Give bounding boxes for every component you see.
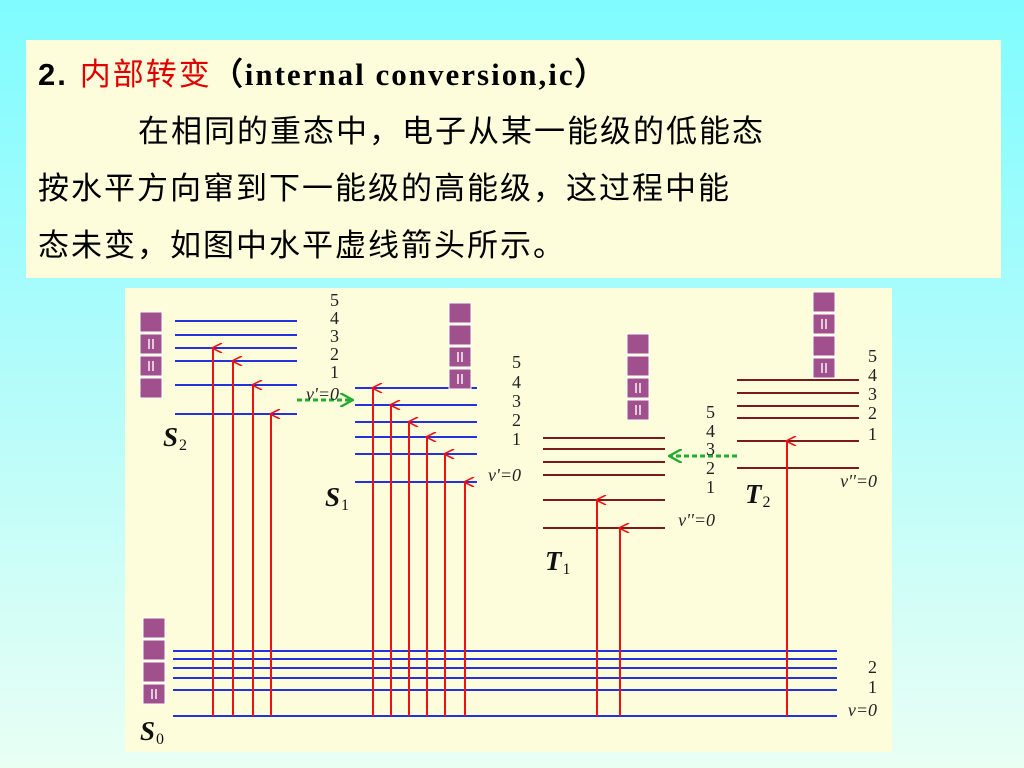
s0-level-label: 2 [868,657,877,677]
spin-box [142,661,166,683]
spin-box [626,377,650,399]
spin-box [139,355,163,377]
spin-box [626,399,650,421]
s0-state-label: S0 [140,716,164,748]
t2-level-label: 2 [868,403,877,423]
spin-box [626,355,650,377]
t1-level-label: 1 [706,477,715,497]
t2-level-label: 1 [868,424,877,444]
s1-state-label: S1 [325,482,349,514]
spin-box [448,324,472,346]
t1-state-label: T1 [545,546,571,578]
t1-level-label: 4 [706,421,715,441]
s2-level-label: 5 [330,290,339,310]
spin-box [142,683,166,705]
s2-state-label: S2 [163,422,187,454]
heading-number: 2. [38,57,68,92]
heading: 2. 内部转变（internal conversion,ic） [38,46,1001,104]
spin-box [139,333,163,355]
s1-level-label: 4 [512,372,521,392]
spin-box [142,639,166,661]
paragraph-line-3: 态未变，如图中水平虚线箭头所示。 [38,228,566,264]
text-panel: 2. 内部转变（internal conversion,ic） 在相同的重态中，… [26,40,1001,278]
spin-box [139,377,163,399]
spin-box [142,617,166,639]
heading-english: （internal conversion,ic） [211,57,608,92]
s1-level-label: 2 [512,410,521,430]
s2-level-label: 1 [330,362,339,382]
heading-term: 内部转变 [79,57,212,93]
spin-box [626,333,650,355]
spin-box [448,368,472,390]
spin-box [448,302,472,324]
paragraph-line-2: 按水平方向窜到下一能级的高能级，这过程中能 [38,171,731,207]
s1-level-label: 3 [512,391,521,411]
spin-box [139,311,163,333]
t1-level-label: 3 [706,439,715,459]
t1-level-label: 2 [706,458,715,478]
spin-box [812,313,836,335]
t2-level-label: v''=0 [840,471,877,491]
t1-level-label: v''=0 [678,510,715,530]
t2-state-label: T2 [745,479,771,511]
t2-level-label: 5 [868,346,877,366]
diagram-canvas: 54321v'=0S254321v'=0S154321v''=0T154321v… [139,290,877,748]
s0-level-label: 1 [868,677,877,697]
spin-box [812,357,836,379]
s2-level-label: 2 [330,344,339,364]
s2-level-label: 4 [330,308,339,328]
s1-level-label: 5 [512,352,521,372]
spin-box [448,346,472,368]
t1-level-label: 5 [706,402,715,422]
t2-level-label: 4 [868,365,877,385]
s0-level-label: v=0 [848,700,877,720]
paragraph-line-1: 在相同的重态中，电子从某一能级的低能态 [138,114,765,150]
spin-box [812,335,836,357]
s2-level-label: v'=0 [306,384,339,404]
s1-level-label: v'=0 [488,465,521,485]
t2-level-label: 3 [868,384,877,404]
s2-level-label: 3 [330,326,339,346]
s1-level-label: 1 [512,429,521,449]
spin-box [812,291,836,313]
